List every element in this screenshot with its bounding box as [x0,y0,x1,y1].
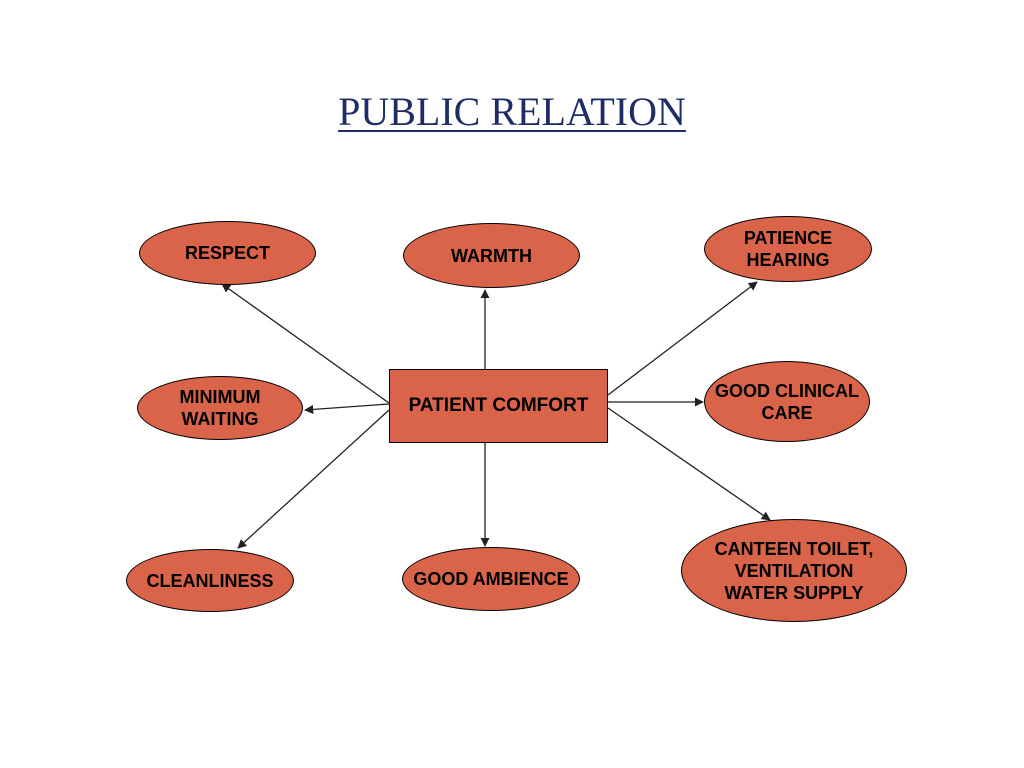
arrow-to-waiting [304,403,390,414]
page-title: PUBLIC RELATION [338,89,686,134]
node-patient-comfort: PATIENT COMFORT [389,369,608,443]
node-good-ambience: GOOD AMBIENCE [402,547,580,611]
arrow-to-cleanliness [237,409,390,549]
arrow-to-patience [607,281,758,396]
arrow-to-canteen [607,407,771,521]
node-patience-hearing: PATIENCE HEARING [704,216,872,282]
arrow-to-respect [221,283,390,404]
node-cleanliness: CLEANLINESS [126,549,294,612]
node-canteen-toilet-ventilation: CANTEEN TOILET, VENTILATION WATER SUPPLY [681,519,907,622]
node-good-clinical-care: GOOD CLINICAL CARE [704,361,870,442]
node-warmth: WARMTH [403,223,580,288]
node-minimum-waiting: MINIMUM WAITING [137,376,303,440]
node-respect: RESPECT [139,221,316,285]
